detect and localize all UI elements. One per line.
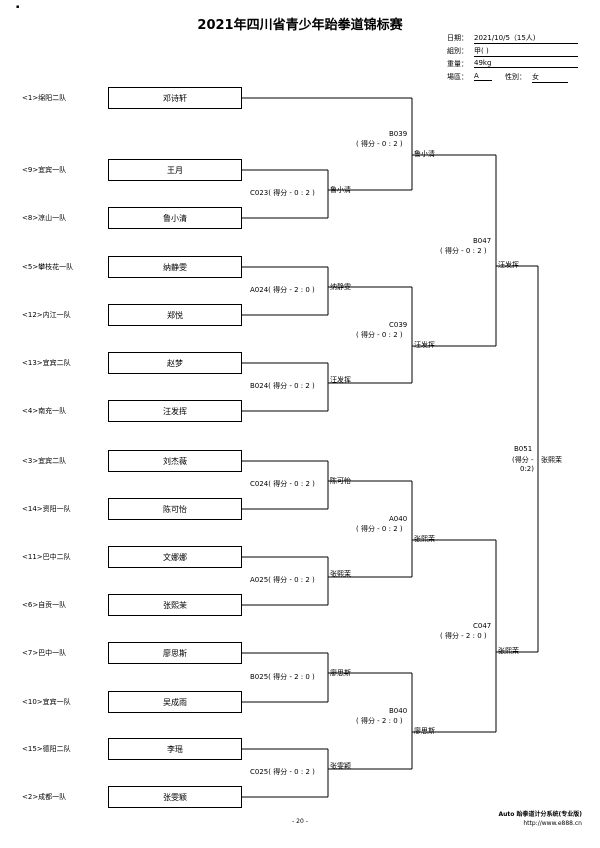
team-label: <9>宜宾一队	[22, 166, 67, 174]
competitor-box: 李瑶	[108, 738, 242, 760]
winner-name: 汪发挥	[414, 340, 435, 349]
competitor-box: 纳静雯	[108, 256, 242, 278]
match-label: C024( 得分 - 0 : 2 )	[250, 480, 315, 488]
group-value: 甲( )	[474, 46, 578, 57]
competitor-box: 郑悦	[108, 304, 242, 326]
field-value: A	[474, 72, 492, 81]
weight-value: 49kg	[474, 59, 578, 68]
match-score: ( 得分 - 2 : 0 )	[356, 717, 403, 725]
match-label: C025( 得分 - 0 : 2 )	[250, 768, 315, 776]
final-score: 0:2)	[520, 465, 534, 473]
gender-value: 女	[532, 72, 568, 83]
team-label: <12>内江一队	[22, 311, 71, 319]
final-code: B051	[514, 445, 533, 453]
winner-name: 鲁小清	[414, 149, 435, 158]
winner-name: 鲁小清	[330, 186, 351, 194]
match-code: C039	[389, 321, 408, 329]
software-url: http://www.e888.cn	[523, 820, 582, 827]
team-label: <6>自贡一队	[22, 601, 67, 609]
winner-name: 张雯颖	[330, 762, 351, 770]
team-label: <1>绵阳二队	[22, 94, 67, 102]
team-label: <7>巴中一队	[22, 649, 67, 657]
winner-name: 汪发挥	[498, 261, 519, 270]
weight-label: 重量：	[447, 60, 468, 68]
competitor-box: 汪发挥	[108, 400, 242, 422]
competitor-box: 张熙茉	[108, 594, 242, 616]
winner-name: 张熙茉	[498, 646, 519, 655]
competitor-box: 鲁小清	[108, 207, 242, 229]
competitor-box: 张雯颖	[108, 786, 242, 808]
final-score: (得分 -	[512, 456, 534, 464]
winner-name: 张熙茉	[414, 534, 435, 543]
match-code: B039	[389, 130, 408, 138]
competitor-box: 陈可怡	[108, 498, 242, 520]
match-score: ( 得分 - 0 : 2 )	[356, 525, 403, 533]
match-label: A024( 得分 - 2 : 0 )	[250, 286, 315, 294]
match-score: ( 得分 - 0 : 2 )	[356, 140, 403, 148]
match-label: B025( 得分 - 2 : 0 )	[250, 673, 315, 681]
match-code: B040	[389, 707, 408, 715]
winner-name: 陈可怡	[330, 477, 351, 485]
match-label: C023( 得分 - 0 : 2 )	[250, 189, 315, 197]
match-label: B024( 得分 - 0 : 2 )	[250, 382, 315, 390]
team-label: <14>资阳一队	[22, 505, 71, 513]
match-score: ( 得分 - 0 : 2 )	[356, 331, 403, 339]
team-label: <10>宜宾一队	[22, 698, 71, 706]
match-code: B047	[473, 237, 492, 245]
field-label: 場區：	[447, 73, 468, 81]
team-label: <2>成都一队	[22, 793, 67, 801]
competitor-box: 文娜娜	[108, 546, 242, 568]
software-name: Auto 跆拳道计分系统(专业版)	[498, 811, 582, 818]
team-label: <15>德阳二队	[22, 745, 71, 753]
competitor-box: 邓诗轩	[108, 87, 242, 109]
team-label: <3>宜宾二队	[22, 457, 67, 465]
group-label: 組別：	[447, 47, 468, 55]
match-score: ( 得分 - 2 : 0 )	[440, 632, 487, 640]
team-label: <5>攀枝花一队	[22, 263, 74, 271]
match-score: ( 得分 - 0 : 2 )	[440, 247, 487, 255]
competitor-box: 廖思斯	[108, 642, 242, 664]
corner-marker: ▪	[16, 4, 20, 10]
match-code: C047	[473, 622, 492, 630]
match-label: A025( 得分 - 0 : 2 )	[250, 576, 315, 584]
competitor-box: 吴成雨	[108, 691, 242, 713]
team-label: <13>宜宾二队	[22, 359, 71, 367]
date-value: 2021/10/5（15人)	[474, 33, 578, 44]
competitor-box: 刘杰薇	[108, 450, 242, 472]
page-title: 2021年四川省青少年跆拳道锦标赛	[197, 18, 403, 33]
winner-name: 纳静雯	[330, 283, 351, 291]
winner-name: 廖思斯	[330, 669, 351, 677]
competitor-box: 王月	[108, 159, 242, 181]
winner-name: 廖思斯	[414, 726, 435, 735]
competitor-box: 赵梦	[108, 352, 242, 374]
team-label: <8>凉山一队	[22, 214, 67, 222]
winner-name: 张熙茉	[330, 570, 351, 578]
date-label: 日期：	[447, 34, 468, 42]
gender-label: 性別：	[505, 73, 526, 81]
page-number: - 20 -	[292, 818, 308, 825]
match-code: A040	[389, 515, 408, 523]
team-label: <11>巴中二队	[22, 553, 71, 561]
champion-name: 张熙茉	[541, 456, 562, 464]
team-label: <4>南充一队	[22, 407, 67, 415]
winner-name: 汪发挥	[330, 376, 351, 384]
